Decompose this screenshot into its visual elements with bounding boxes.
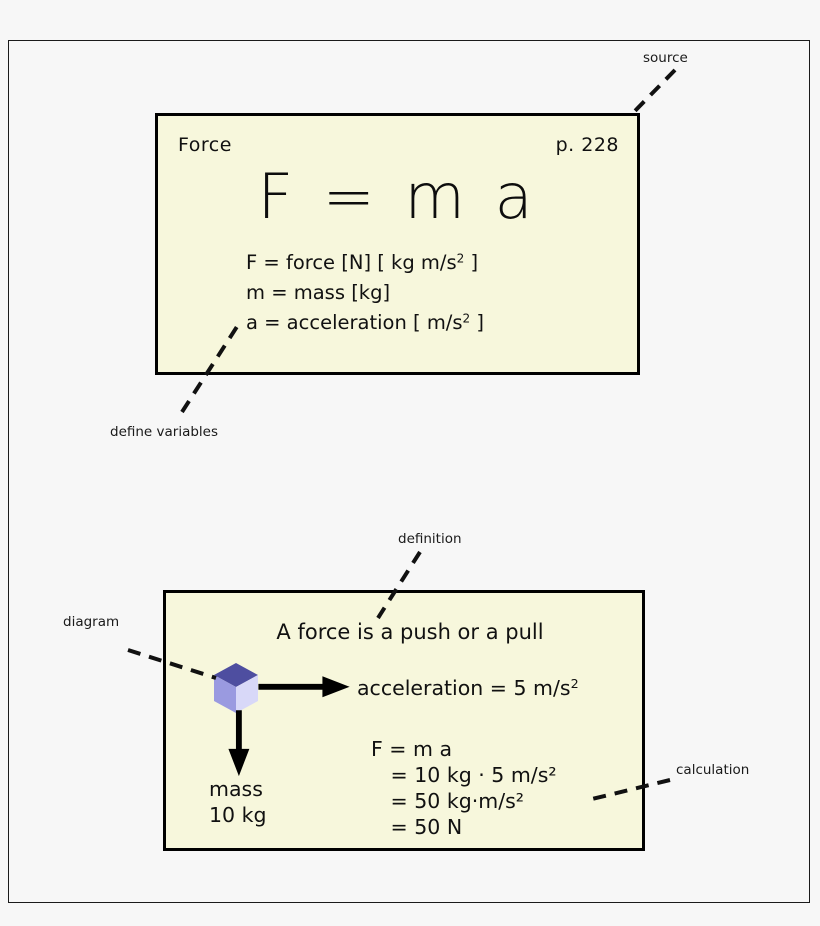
variable-definition-acceleration: a = acceleration [ m/s2 ] (246, 311, 485, 334)
calculation-line-1: F = m a (371, 737, 453, 761)
annotation-define-variables: define variables (110, 424, 219, 440)
formula-equation: F = m a (257, 160, 538, 233)
calculation-line-2: = 10 kg · 5 m/s² (371, 763, 557, 787)
formula-card-page-reference: p. 228 (555, 134, 619, 156)
mass-label-line-1: mass (209, 777, 263, 801)
mass-label-line-2: 10 kg (209, 803, 267, 827)
mass-block-icon (214, 663, 258, 713)
acceleration-label: acceleration = 5 m/s2 (357, 676, 579, 700)
annotation-source: source (643, 50, 688, 66)
calculation-line-4: = 50 N (371, 815, 463, 839)
calculation-line-3: = 50 kg·m/s² (371, 789, 525, 813)
annotation-definition: definition (398, 531, 462, 547)
variable-definition-mass: m = mass [kg] (246, 281, 391, 304)
formula-card-title: Force (178, 134, 232, 156)
example-card: A force is a push or a pull acceleration… (163, 590, 645, 851)
annotation-diagram: diagram (63, 614, 120, 630)
variable-definition-list: F = force [N] [ kg m/s2 ] m = mass [kg] … (246, 248, 484, 338)
calculation-block: F = m a = 10 kg · 5 m/s² = 50 kg·m/s² = … (371, 736, 557, 840)
mass-label: mass 10 kg (209, 776, 267, 828)
force-definition-text: A force is a push or a pull (276, 620, 544, 644)
annotation-calculation: calculation (676, 762, 750, 778)
variable-definition-force: F = force [N] [ kg m/s2 ] (246, 251, 479, 274)
formula-card: Force p. 228 F = m a F = force [N] [ kg … (155, 113, 640, 375)
